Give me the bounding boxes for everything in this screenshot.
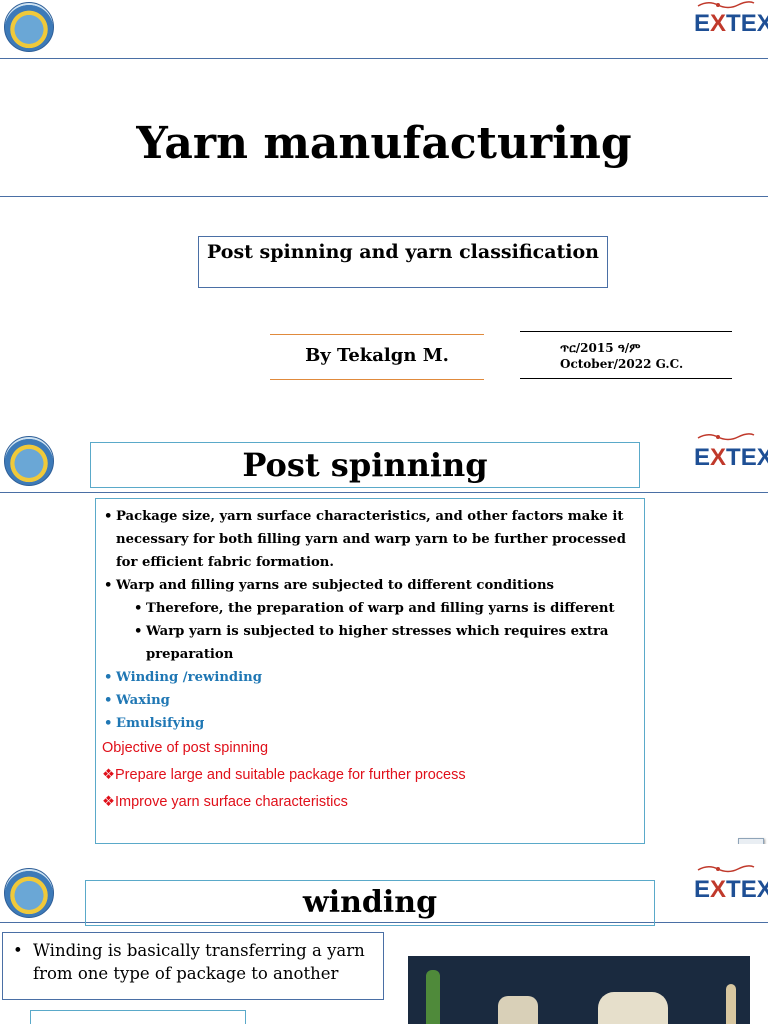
- bobbin-shape: [426, 970, 440, 1024]
- date-gregorian: October/2022 G.C.: [560, 357, 684, 371]
- bullet-item: Package size, yarn surface characteristi…: [102, 505, 638, 574]
- bullet-list: Package size, yarn surface characteristi…: [102, 505, 638, 735]
- definition-box: • Winding is basically transferring a ya…: [2, 932, 384, 1000]
- eitex-logo: EXTEX: [694, 876, 768, 903]
- sub-bullet-item: Warp yarn is subjected to higher stresse…: [102, 620, 638, 666]
- date-block: ጥር/2015 ዓ/ም October/2022 G.C.: [520, 331, 732, 379]
- slide-3: EXTEX winding • Winding is basically tra…: [0, 860, 768, 1024]
- logo-wave-icon: [697, 865, 755, 873]
- header-rule: [0, 58, 768, 59]
- bullet-item-waxing: Waxing: [102, 689, 638, 712]
- objective-heading: Objective of post spinning: [102, 740, 269, 756]
- slide-title: Post spinning: [90, 442, 640, 488]
- logo-wave-icon: [697, 433, 755, 441]
- bullet-item-winding: Winding /rewinding: [102, 666, 638, 689]
- subtitle-box: Post spinning and yarn classification: [198, 236, 608, 288]
- slide-1: EXTEX Yarn manufacturing Post spinning a…: [0, 0, 768, 400]
- title-rule: [0, 196, 768, 197]
- bullet-dot: •: [13, 941, 23, 960]
- university-seal-logo: [4, 436, 54, 486]
- slide-title: winding: [85, 880, 655, 926]
- bullet-item: Warp and filling yarns are subjected to …: [102, 574, 638, 597]
- slide-title: Yarn manufacturing: [136, 118, 632, 169]
- secondary-box: [30, 1010, 246, 1024]
- header-rule: [0, 922, 768, 923]
- logo-wave-icon: [697, 1, 755, 9]
- date-ethiopian: ጥር/2015 ዓ/ም: [560, 341, 641, 355]
- objective-item: ❖Improve yarn surface characteristics: [102, 794, 348, 810]
- objective-item: ❖Prepare large and suitable package for …: [102, 767, 466, 783]
- definition-text: Winding is basically transferring a yarn…: [33, 941, 365, 983]
- winding-packages-photo: [408, 956, 750, 1024]
- page-number: 2: [738, 838, 764, 844]
- cone-shape: [498, 996, 538, 1024]
- header-rule: [0, 492, 768, 493]
- cone-shape: [726, 984, 736, 1024]
- university-seal-logo: [4, 2, 54, 52]
- cone-shape: [598, 992, 668, 1024]
- content-box: Package size, yarn surface characteristi…: [95, 498, 645, 844]
- university-seal-logo: [4, 868, 54, 918]
- author-name: By Tekalgn M.: [270, 334, 484, 380]
- eitex-logo: EXTEX: [694, 444, 768, 471]
- bullet-item-emulsifying: Emulsifying: [102, 712, 638, 735]
- sub-bullet-item: Therefore, the preparation of warp and f…: [102, 597, 638, 620]
- eitex-logo: EXTEX: [694, 10, 768, 37]
- slide-2: EXTEX Post spinning Package size, yarn s…: [0, 430, 768, 844]
